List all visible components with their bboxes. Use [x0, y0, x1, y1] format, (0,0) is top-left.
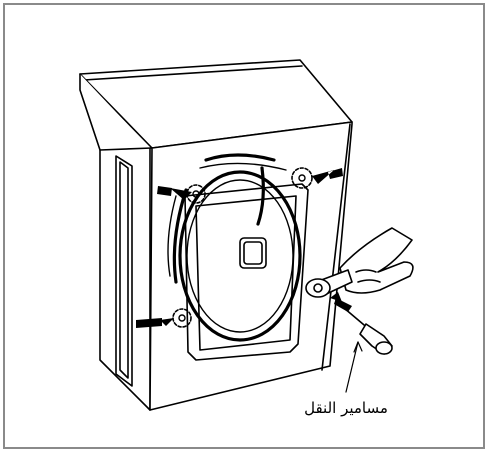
transit-bolts-label: مسامير النقل: [286, 399, 406, 417]
removed-transit-bolt-icon: [344, 308, 392, 354]
callout-leader-line: [346, 342, 358, 392]
